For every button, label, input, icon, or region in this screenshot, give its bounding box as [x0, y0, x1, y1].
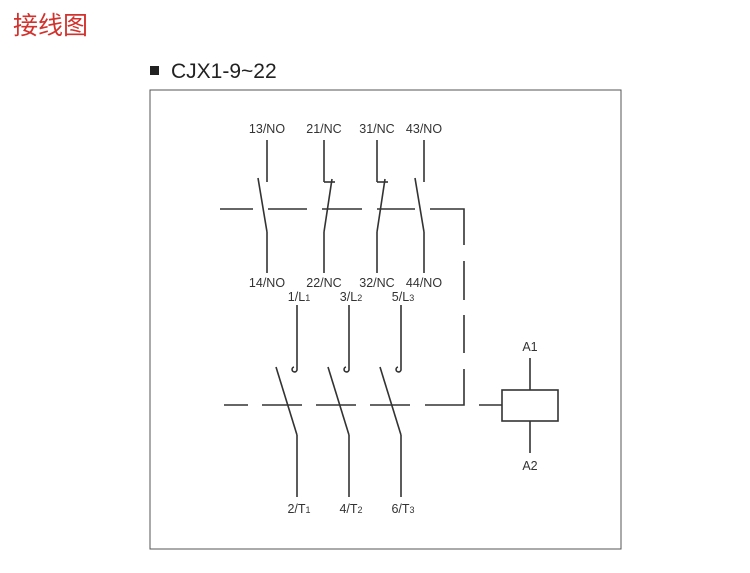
mechanical-linkage [220, 208, 502, 406]
aux-contact-no: 43/NO 44/NO [406, 122, 442, 290]
contact-label-bottom: 14/NO [249, 276, 285, 290]
diagram-frame [149, 89, 622, 550]
pole-label-bottom: 6/T3 [391, 502, 414, 516]
switch-blade [257, 177, 268, 233]
pole-label-bottom: 2/T1 [287, 502, 310, 516]
contact-label-bottom: 44/NO [406, 276, 442, 290]
switch-blade [379, 366, 402, 436]
main-poles: 1/L1 2/T1 3/L2 4/T2 5/L3 6/T3 [275, 290, 415, 516]
aux-contact-nc: 21/NC 22/NC [306, 122, 341, 290]
switch-blade [376, 178, 386, 233]
contact-label-top: 31/NC [359, 122, 394, 136]
auxiliary-contacts: 13/NO 14/NO 21/NC 22/NC 31/NC 32/NC 43/NO 44/NO [249, 122, 442, 290]
switch-blade [323, 178, 333, 233]
bullet-icon [150, 65, 159, 75]
pole-label-top: 1/L1 [288, 290, 310, 304]
aux-contact-no: 13/NO 14/NO [249, 122, 285, 290]
coil-label-a1: A1 [522, 340, 537, 354]
contact-label-top: 21/NC [306, 122, 341, 136]
main-pole: 3/L2 4/T2 [327, 290, 363, 516]
page-title: 接线图 [13, 11, 89, 40]
switch-blade [414, 177, 425, 233]
contact-label-bottom: 32/NC [359, 276, 394, 290]
contact-label-bottom: 22/NC [306, 276, 341, 290]
coil: A1 A2 [501, 340, 559, 473]
main-pole: 1/L1 2/T1 [275, 290, 311, 516]
coil-symbol [501, 389, 559, 422]
model-heading: CJX1-9~22 [150, 60, 277, 84]
pole-label-bottom: 4/T2 [339, 502, 362, 516]
switch-blade [327, 366, 350, 436]
contact-label-top: 13/NO [249, 122, 285, 136]
pole-label-top: 5/L3 [392, 290, 414, 304]
main-pole: 5/L3 6/T3 [379, 290, 415, 516]
switch-blade [275, 366, 298, 436]
aux-contact-nc: 31/NC 32/NC [359, 122, 394, 290]
coil-label-a2: A2 [522, 459, 537, 473]
model-label: CJX1-9~22 [171, 60, 277, 83]
contact-label-top: 43/NO [406, 122, 442, 136]
pole-label-top: 3/L2 [340, 290, 362, 304]
